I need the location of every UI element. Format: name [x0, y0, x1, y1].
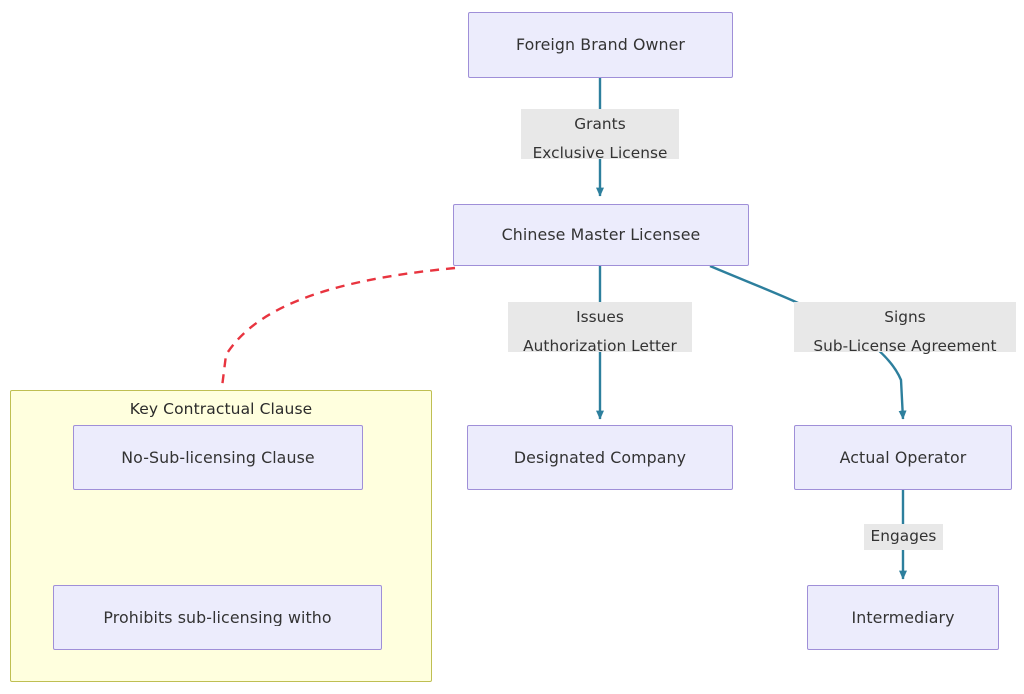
node-chinese-master-licensee[interactable]: Chinese Master Licensee	[453, 204, 749, 266]
node-label: Intermediary	[851, 607, 955, 627]
edge-label-line2: Authorization Letter	[523, 336, 677, 355]
node-label: No-Sub-licensing Clause	[121, 447, 315, 467]
edge-label-line1: Signs	[884, 308, 926, 326]
node-no-sub-licensing-clause[interactable]: No-Sub-licensing Clause	[73, 425, 363, 490]
node-foreign-brand-owner[interactable]: Foreign Brand Owner	[468, 12, 733, 78]
node-label: Prohibits sub-licensing witho	[103, 608, 332, 627]
node-actual-operator[interactable]: Actual Operator	[794, 425, 1012, 490]
edge-label-line2: Exclusive License	[532, 143, 668, 162]
node-label: Foreign Brand Owner	[515, 35, 686, 55]
node-label: Designated Company	[513, 447, 687, 467]
edge-label-line2: Sub-License Agreement	[813, 336, 997, 355]
node-label: Chinese Master Licensee	[501, 225, 701, 245]
node-designated-company[interactable]: Designated Company	[467, 425, 733, 490]
node-prohibits-sub-licensing[interactable]: Prohibits sub-licensing witho	[53, 585, 382, 650]
edge-label-line1: Engages	[870, 527, 937, 545]
edge-label-line1: Issues	[576, 308, 624, 326]
edge-label-line1: Grants	[574, 115, 626, 133]
subgraph-title: Key Contractual Clause	[129, 400, 313, 418]
node-intermediary[interactable]: Intermediary	[807, 585, 999, 650]
node-label: Actual Operator	[839, 447, 967, 467]
edge-label-engages: Engages	[864, 524, 943, 550]
